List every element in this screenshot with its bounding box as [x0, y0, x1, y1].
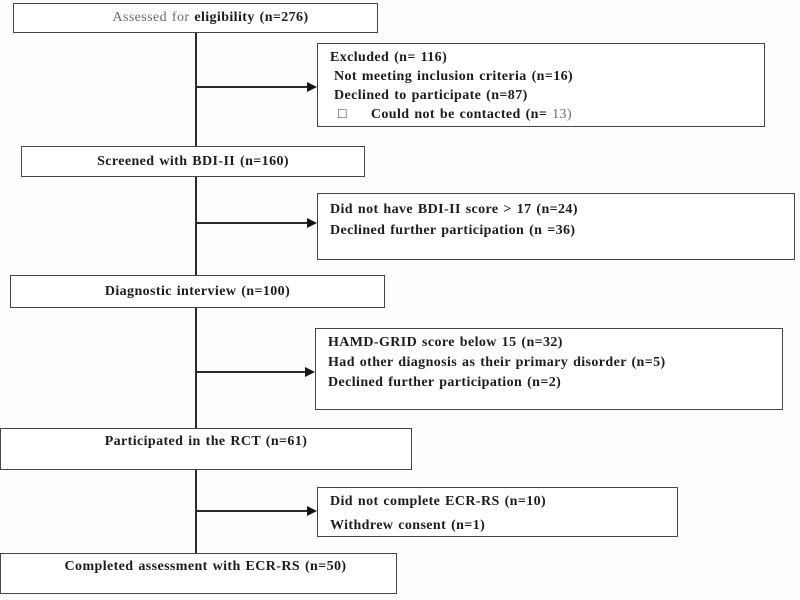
flow-box-completed-assessment: Completed assessment with ECR-RS (n=50) — [0, 553, 397, 594]
assessed-label: eligibility (n=276) — [194, 10, 309, 25]
arrow-shaft — [197, 86, 309, 88]
excluded-bullet-item: □ Could not be contacted (n= 13) — [330, 105, 764, 124]
excluded-item: Declined to participate (n=87) — [334, 88, 528, 103]
rct-label: Participated in the RCT (n=61) — [104, 434, 308, 449]
side-box-excluded: Excluded (n= 116) Not meeting inclusion … — [317, 43, 765, 127]
arrow-shaft — [197, 510, 309, 512]
bullet-item-text: Could not be contacted (n= — [370, 107, 548, 122]
flow-box-participated-rct: Participated in the RCT (n=61) — [0, 428, 412, 470]
rct-exclusion-item: Did not complete ECR-RS (n=10) — [330, 494, 547, 509]
diagnostic-label: Diagnostic interview (n=100) — [104, 284, 291, 299]
arrow-head-icon — [305, 367, 315, 377]
arrow-shaft — [197, 222, 309, 224]
bdi-exclusion-item: Did not have BDI-II score > 17 (n=24) — [330, 202, 578, 217]
rct-exclusion-item: Withdrew consent (n=1) — [330, 518, 486, 533]
arrow-head-icon — [307, 82, 317, 92]
flow-box-diagnostic-interview: Diagnostic interview (n=100) — [10, 275, 385, 308]
flow-box-assessed-eligibility: Assessed for eligibility (n=276) — [13, 3, 378, 33]
arrow-head-icon — [307, 506, 317, 516]
side-box-interview-exclusions: HAMD-GRID score below 15 (n=32) Had othe… — [315, 328, 783, 410]
interview-exclusion-item: HAMD-GRID score below 15 (n=32) — [328, 335, 563, 350]
interview-exclusion-item: Declined further participation (n=2) — [328, 375, 562, 390]
checkbox-bullet-icon: □ — [338, 107, 347, 122]
bdi-exclusion-item: Declined further participation (n =36) — [330, 223, 576, 238]
arrow-shaft — [197, 371, 307, 373]
excluded-item: Not meeting inclusion criteria (n=16) — [334, 69, 574, 84]
assessed-label-prefix: Assessed for — [112, 10, 195, 25]
side-box-bdi-exclusions: Did not have BDI-II score > 17 (n=24) De… — [317, 193, 795, 260]
completed-label: Completed assessment with ECR-RS (n=50) — [64, 559, 347, 574]
screened-label: Screened with BDI-II (n=160) — [97, 154, 289, 169]
arrow-head-icon — [307, 218, 317, 228]
interview-exclusion-item: Had other diagnosis as their primary dis… — [328, 355, 666, 370]
flow-box-screened-bdi: Screened with BDI-II (n=160) — [21, 146, 365, 177]
excluded-title: Excluded (n= 116) — [330, 50, 448, 65]
bullet-item-suffix: 13) — [547, 107, 573, 122]
side-box-rct-exclusions: Did not complete ECR-RS (n=10) Withdrew … — [317, 487, 678, 537]
